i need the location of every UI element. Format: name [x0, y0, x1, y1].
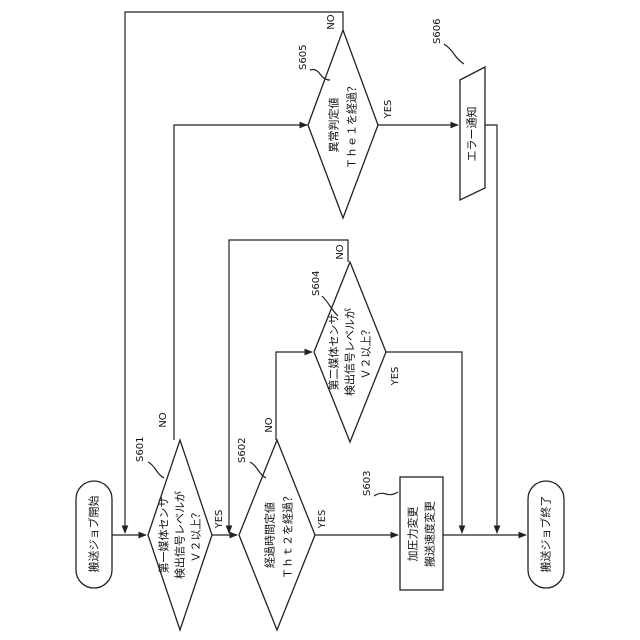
- step-label-s602: S602: [237, 438, 248, 463]
- s601-text-line-1: 第一媒体センサ: [157, 497, 171, 574]
- branch-label-s601-yes: YES: [214, 510, 225, 530]
- branch-label-s605-yes: YES: [383, 100, 394, 120]
- step-label-s604: S604: [311, 271, 322, 296]
- start-label: 搬送ジョブ開始: [87, 496, 101, 573]
- decision-s605: 異常判定値 Ｔｈｅ１を経過？: [308, 30, 378, 218]
- branch-label-s604-no: NO: [335, 244, 346, 259]
- step-label-s601: S601: [135, 437, 146, 462]
- decision-s601: 第一媒体センサ 検出信号レベルが Ｖ２以上？: [148, 440, 212, 630]
- s603-text-line-2: 搬送速度変更: [423, 501, 437, 567]
- s606-label: エラー通知: [465, 107, 479, 162]
- end-label: 搬送ジョブ終了: [539, 496, 553, 573]
- step-label-s603: S603: [362, 471, 373, 496]
- edge-s606-to-end: [485, 125, 497, 533]
- s601-text-line-3: Ｖ２以上？: [190, 508, 203, 563]
- s602-text-line-1: 経過時間定値: [263, 502, 277, 568]
- step-labels: S601 S602 S603 S604 S605 S606: [135, 19, 464, 496]
- s604-text-line-2: 検出信号レベルが: [343, 308, 357, 396]
- leader-s606: [444, 44, 464, 64]
- branch-label-s601-no: NO: [158, 412, 169, 427]
- leader-s603: [374, 492, 398, 496]
- edge-s601-no-to-s605: [174, 125, 307, 440]
- branch-label-s602-yes: YES: [317, 510, 328, 530]
- s604-text-line-3: Ｖ２以上？: [360, 325, 373, 380]
- end-node: 搬送ジョブ終了: [528, 481, 564, 588]
- decision-s604: 第二媒体センサ 検出信号レベルが Ｖ２以上？: [314, 262, 386, 442]
- output-s606: エラー通知: [460, 67, 485, 200]
- start-node: 搬送ジョブ開始: [76, 481, 112, 588]
- process-s603: 加圧力変更 搬送速度変更: [400, 477, 443, 590]
- s605-text-line-1: 異常判定値: [327, 98, 341, 153]
- edge-s602-no-to-s604: [276, 352, 312, 440]
- branch-label-s602-no: NO: [264, 417, 275, 432]
- branch-label-s605-no: NO: [326, 14, 337, 29]
- step-label-s606: S606: [432, 19, 443, 44]
- step-label-s605: S605: [298, 45, 309, 70]
- s603-text-line-1: 加圧力変更: [406, 507, 420, 562]
- branch-label-s604-yes: YES: [390, 367, 401, 387]
- leader-s601: [148, 462, 164, 478]
- s605-text-line-2: Ｔｈｅ１を経過？: [346, 81, 359, 169]
- s602-text-line-2: Ｔｈｔ２を経過？: [282, 491, 295, 579]
- s601-text-line-2: 検出信号レベルが: [173, 491, 187, 579]
- s604-text-line-1: 第二媒体センサ: [327, 314, 341, 391]
- decision-s602: 経過時間定値 Ｔｈｔ２を経過？: [239, 440, 315, 630]
